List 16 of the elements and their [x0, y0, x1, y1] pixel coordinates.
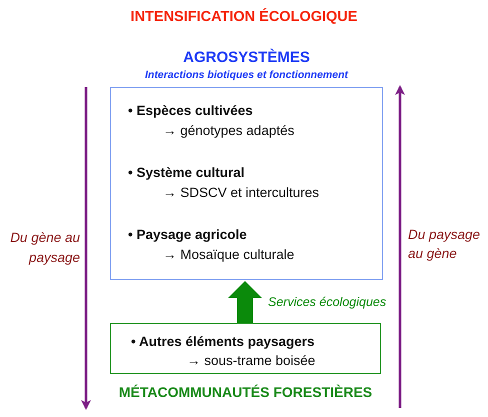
sub-item: → Mosaïque culturale [163, 246, 294, 264]
direction-label: Du gène au paysage [9, 229, 80, 267]
sub-item: → SDSCV et intercultures [163, 184, 320, 202]
bullet-item: • Espèces cultivées [128, 102, 253, 120]
bullet-item: • Paysage agricole [128, 226, 247, 244]
diagram-title: INTENSIFICATION ÉCOLOGIQUE [130, 8, 358, 26]
sub-item: → génotypes adaptés [163, 122, 294, 140]
section-heading: MÉTACOMMUNAUTÉS FORESTIÈRES [118, 383, 372, 402]
bullet-item: • Système cultural [128, 164, 245, 182]
section-heading: AGROSYSTÈMES [183, 48, 310, 68]
direction-label: Du paysage au gène [408, 226, 482, 263]
section-subtitle: Interactions biotiques et fonctionnement [144, 68, 348, 82]
sub-item: → sous-trame boisée [187, 352, 316, 370]
edge-label: Services écologiques [268, 294, 386, 310]
bullet-item: • Autres éléments paysagers [131, 333, 315, 351]
block-arrow [228, 281, 262, 323]
